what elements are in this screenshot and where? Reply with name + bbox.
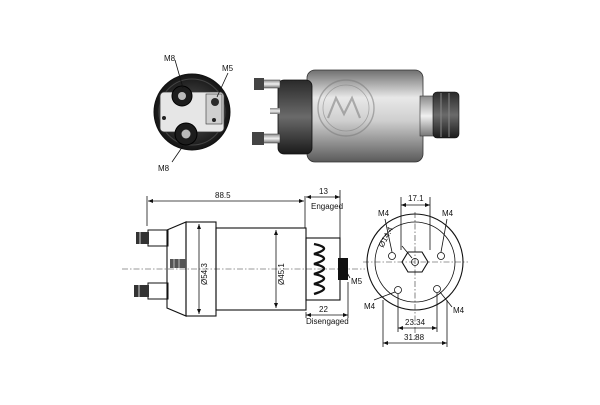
center-terminal [401, 251, 429, 273]
label-engaged: Engaged [311, 202, 343, 211]
end-face-drawing: 17.1 Ø14.4 M4 M4 M4 M4 23.34 31.88 [363, 194, 468, 347]
dim-flange-diameter: Ø54.3 [200, 263, 209, 285]
hole-top-right [437, 252, 445, 260]
hole-top-left [388, 252, 396, 260]
drawing-terminal-bottom [134, 282, 169, 300]
dim-engaged: 13 [319, 187, 328, 196]
label-m4-top-right: M4 [442, 209, 454, 218]
side-view-terminals [252, 78, 281, 145]
watermark-seal [317, 79, 375, 137]
end-view-m8-bottom-terminal [174, 122, 198, 146]
dim-hole-spacing-bottom: 23.34 [405, 318, 426, 327]
label-m4-top-left: M4 [378, 209, 390, 218]
hole-bottom-left [394, 286, 402, 294]
dim-hole-circle: Ø14.4 [377, 225, 395, 249]
dim-overall-length: 88.5 [215, 191, 231, 200]
label-m5: M5 [222, 64, 234, 73]
photo-side-view [252, 69, 460, 163]
hole-bottom-right [433, 285, 441, 293]
dim-hole-spacing-top: 17.1 [408, 194, 424, 203]
end-view-m5-terminal [211, 98, 219, 106]
side-dimension-drawing: 88.5 13 Engaged 22 Disengaged Ø54.3 Ø45.… [122, 187, 365, 326]
dim-body-diameter: Ø45.1 [277, 263, 286, 285]
label-m4-bottom-left: M4 [364, 302, 376, 311]
dim-disengaged: 22 [319, 305, 328, 314]
label-m4-bottom-right: M4 [453, 306, 465, 315]
label-m8-bottom: M8 [158, 164, 170, 173]
label-side-m5: M5 [351, 277, 363, 286]
dim-width-overall: 31.88 [404, 333, 425, 342]
label-disengaged: Disengaged [306, 317, 349, 326]
drawing-terminal-top [136, 229, 169, 247]
spring [313, 242, 326, 296]
end-view-m8-top-terminal [171, 85, 193, 107]
label-m8-top: M8 [164, 54, 176, 63]
drawing-terminal-small [170, 259, 186, 268]
photo-end-view: M8 M5 M8 [153, 54, 234, 173]
